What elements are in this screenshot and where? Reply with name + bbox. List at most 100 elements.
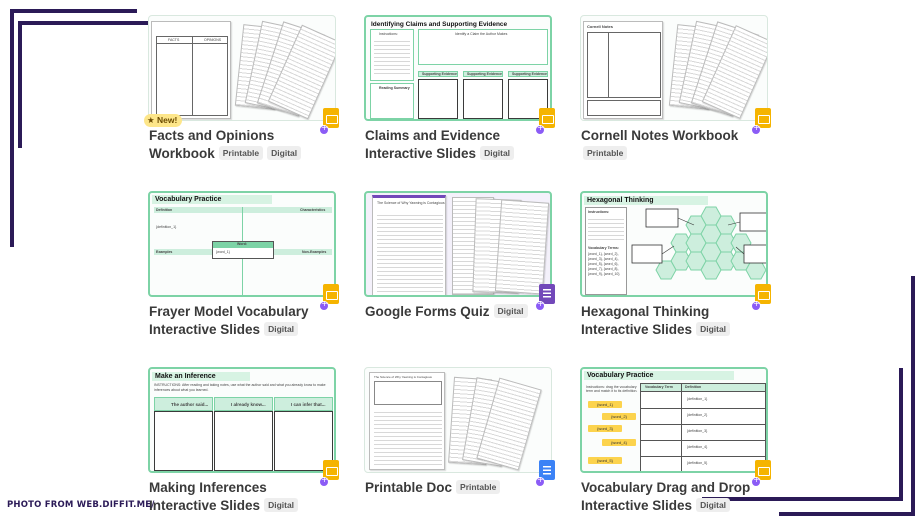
card-title[interactable]: Frayer Model Vocabulary Interactive Slid… — [149, 303, 349, 339]
card-thumbnail[interactable]: FACTS OPINIONS — [148, 15, 336, 121]
thumb-col-opinions: OPINIONS — [204, 38, 222, 42]
card-thumbnail[interactable]: Identifying Claims and Supporting Eviden… — [364, 15, 552, 121]
thumb-word-box: Word: {word_1} — [212, 241, 274, 259]
thumb-hexagon-grid — [631, 206, 766, 280]
thumb-word-chip: {word_2} — [602, 413, 636, 420]
card-title-line: Cornell Notes Workbook — [581, 128, 739, 143]
tag-digital: Digital — [696, 498, 731, 512]
thumb-nonexamples: Non-Examples — [302, 250, 327, 254]
thumb-evidence-3: Supporting Evidence — [508, 71, 548, 77]
thumb-col-infer: I can infer that... — [274, 397, 333, 411]
add-icon[interactable] — [535, 475, 545, 487]
card-thumbnail[interactable]: The Science of Why Yawning is Contagious — [364, 367, 552, 473]
add-icon[interactable] — [319, 299, 329, 311]
star-icon: ★ — [147, 115, 155, 125]
thumb-instructions: Instructions: drag the vocabulary term a… — [586, 385, 638, 393]
card-title-line: Vocabulary Drag and Drop — [581, 480, 751, 495]
card-title-line: Interactive Slides — [149, 322, 261, 337]
add-icon[interactable] — [535, 299, 545, 311]
thumb-summary-box: Reading Summary — [370, 83, 414, 119]
add-icon[interactable] — [535, 123, 545, 135]
frame-line-bottom-h — [779, 512, 915, 516]
frame-line-left-v2 — [18, 21, 22, 148]
frame-line-top-left-h2 — [18, 21, 220, 25]
tag-digital: Digital — [696, 322, 731, 336]
photo-credit: PHOTO FROM WEB.DIFFIT.ME/ — [7, 500, 155, 510]
thumb-claim-label: Identify a Claim the Author Makes — [455, 32, 508, 36]
tag-digital: Digital — [267, 146, 302, 160]
card-title-line: Claims and Evidence — [365, 128, 501, 143]
add-icon[interactable] — [319, 475, 329, 487]
thumb-heading: Cornell Notes — [587, 24, 614, 29]
card-title-line: Printable Doc — [365, 480, 453, 495]
card-thumbnail[interactable]: Hexagonal Thinking Instructions: Vocabul… — [580, 191, 768, 297]
thumb-instructions-box: Instructions: — [370, 29, 414, 81]
card-thumbnail[interactable]: Cornell Notes — [580, 15, 768, 121]
add-icon[interactable] — [751, 475, 761, 487]
frame-line-right-v2 — [899, 368, 903, 500]
thumb-characteristics: Characteristics — [300, 208, 326, 212]
thumb-evidence-1: Supporting Evidence — [418, 71, 458, 77]
card-thumbnail[interactable]: Vocabulary Practice Definition Character… — [148, 191, 336, 297]
thumb-instructions: INSTRUCTIONS: After reading and taking n… — [154, 383, 326, 392]
thumb-examples: Examples — [156, 250, 173, 254]
frame-line-right-v — [911, 276, 915, 516]
new-badge: ★ New! — [144, 114, 183, 127]
card-thumbnail[interactable]: The Science of Why Yawning is Contagious — [364, 191, 552, 297]
thumb-instructions: Instructions: — [379, 32, 398, 36]
card-title-line: Facts and Opinions — [149, 128, 275, 143]
tag-digital: Digital — [264, 498, 299, 512]
thumb-heading: Identifying Claims and Supporting Eviden… — [371, 21, 508, 28]
tag-printable: Printable — [583, 146, 628, 160]
thumb-evidence-2: Supporting Evidence — [463, 71, 503, 77]
thumb-page-stack — [494, 199, 550, 295]
card-title-line: Hexagonal Thinking — [581, 304, 710, 319]
add-icon[interactable] — [751, 299, 761, 311]
thumb-claim-box: Identify a Claim the Author Makes — [418, 29, 548, 65]
card-title-line: Frayer Model Vocabulary — [149, 304, 309, 319]
thumb-page: The Science of Why Yawning is Contagious — [372, 195, 446, 295]
card-thumbnail[interactable]: Make an Inference INSTRUCTIONS: After re… — [148, 367, 336, 473]
card-title-line: Workbook — [149, 146, 215, 161]
thumb-page: Cornell Notes — [583, 21, 663, 119]
thumb-page: FACTS OPINIONS — [151, 21, 231, 119]
thumb-word-chip: {word_5} — [588, 457, 622, 464]
card-title-line: Interactive Slides — [149, 498, 261, 513]
add-icon[interactable] — [319, 123, 329, 135]
card-title[interactable]: Cornell Notes Workbook Printable — [581, 127, 781, 163]
card-thumbnail[interactable]: Vocabulary Practice Instructions: drag t… — [580, 367, 768, 473]
card-title-line: Making Inferences — [149, 480, 267, 495]
frame-line-left-v — [10, 9, 14, 247]
card-title[interactable]: Vocabulary Drag and Drop Interactive Sli… — [581, 479, 781, 515]
thumb-instructions-box: Instructions: Vocabulary Terms: {word_1}… — [585, 207, 627, 295]
card-title-line: Interactive Slides — [581, 322, 693, 337]
thumb-definition: Definition — [156, 208, 173, 212]
thumb-summary-label: Reading Summary — [379, 86, 410, 90]
card-title-line: Interactive Slides — [581, 498, 693, 513]
thumb-heading: The Science of Why Yawning is Contagious — [377, 201, 445, 205]
tag-printable: Printable — [218, 146, 264, 160]
thumb-heading: Vocabulary Practice — [152, 195, 272, 204]
card-title-line: Interactive Slides — [365, 146, 477, 161]
thumb-col-facts: FACTS — [168, 38, 180, 42]
thumb-heading: Hexagonal Thinking — [584, 196, 708, 205]
thumb-page: The Science of Why Yawning is Contagious — [369, 372, 445, 470]
thumb-heading: Vocabulary Practice — [584, 371, 734, 380]
thumb-heading: The Science of Why Yawning is Contagious — [374, 375, 432, 379]
thumb-col-author: The author said... — [154, 397, 213, 411]
frame-line-bottom-h2 — [702, 497, 903, 501]
thumb-col-know: I already know... — [214, 397, 273, 411]
tag-digital: Digital — [264, 322, 299, 336]
thumb-word-chip: {word_1} — [588, 401, 622, 408]
thumb-word-chip: {word_3} — [588, 425, 622, 432]
tag-digital: Digital — [493, 304, 528, 318]
thumb-vocab-table: Vocabulary Term Definition {definition_1… — [640, 383, 766, 471]
add-icon[interactable] — [751, 123, 761, 135]
thumb-word-chip: {word_4} — [602, 439, 636, 446]
